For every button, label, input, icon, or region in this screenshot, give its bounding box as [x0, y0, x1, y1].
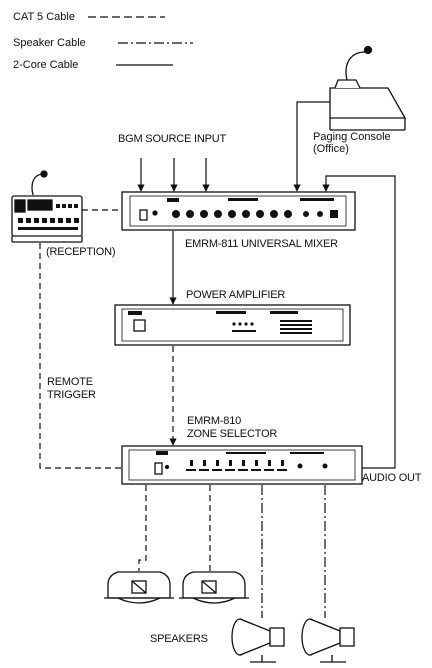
zone-to-horn-speaker-lines	[261, 485, 326, 618]
reception-connections	[39, 209, 121, 469]
horn-speaker-2	[301, 618, 355, 663]
legend-speaker-label: Speaker Cable	[13, 37, 86, 49]
speakers-label: SPEAKERS	[150, 633, 208, 645]
horn-speaker-1	[231, 618, 285, 663]
legend-cat5-label: CAT 5 Cable	[13, 11, 75, 23]
remote-trigger-label: REMOTE	[47, 376, 93, 388]
power-amplifier-unit	[114, 304, 351, 346]
audio-out-label: AUDIO OUT	[362, 472, 422, 484]
horn-speakers	[231, 618, 355, 663]
universal-mixer-unit	[121, 191, 356, 231]
legend-samples	[88, 16, 193, 66]
paging-console-sub-label: (Office)	[313, 143, 349, 155]
paging-console-office	[329, 45, 407, 131]
bgm-source-input-label: BGM SOURCE INPUT	[118, 133, 227, 145]
bgm-input-arrows	[137, 158, 210, 192]
ceiling-speaker-2	[179, 571, 249, 604]
ceiling-speaker-1	[104, 571, 174, 604]
ceiling-speakers	[104, 571, 249, 604]
zone-selector-model-label: EMRM-810	[187, 415, 242, 427]
universal-mixer-label: EMRM-811 UNIVERSAL MIXER	[185, 238, 338, 250]
office-console-connections	[293, 101, 396, 469]
legend-2core-label: 2-Core Cable	[13, 59, 79, 71]
remote-trigger-sub-label: TRIGGER	[47, 389, 96, 401]
zone-to-ceiling-speaker-lines	[138, 485, 211, 571]
power-amplifier-label: POWER AMPLIFIER	[186, 289, 286, 301]
paging-console-label: Paging Console	[313, 131, 391, 143]
zone-selector-label: ZONE SELECTOR	[187, 428, 278, 440]
reception-label: (RECEPTION)	[46, 246, 116, 258]
zone-selector-unit	[121, 445, 363, 485]
paging-console-reception	[11, 170, 83, 243]
